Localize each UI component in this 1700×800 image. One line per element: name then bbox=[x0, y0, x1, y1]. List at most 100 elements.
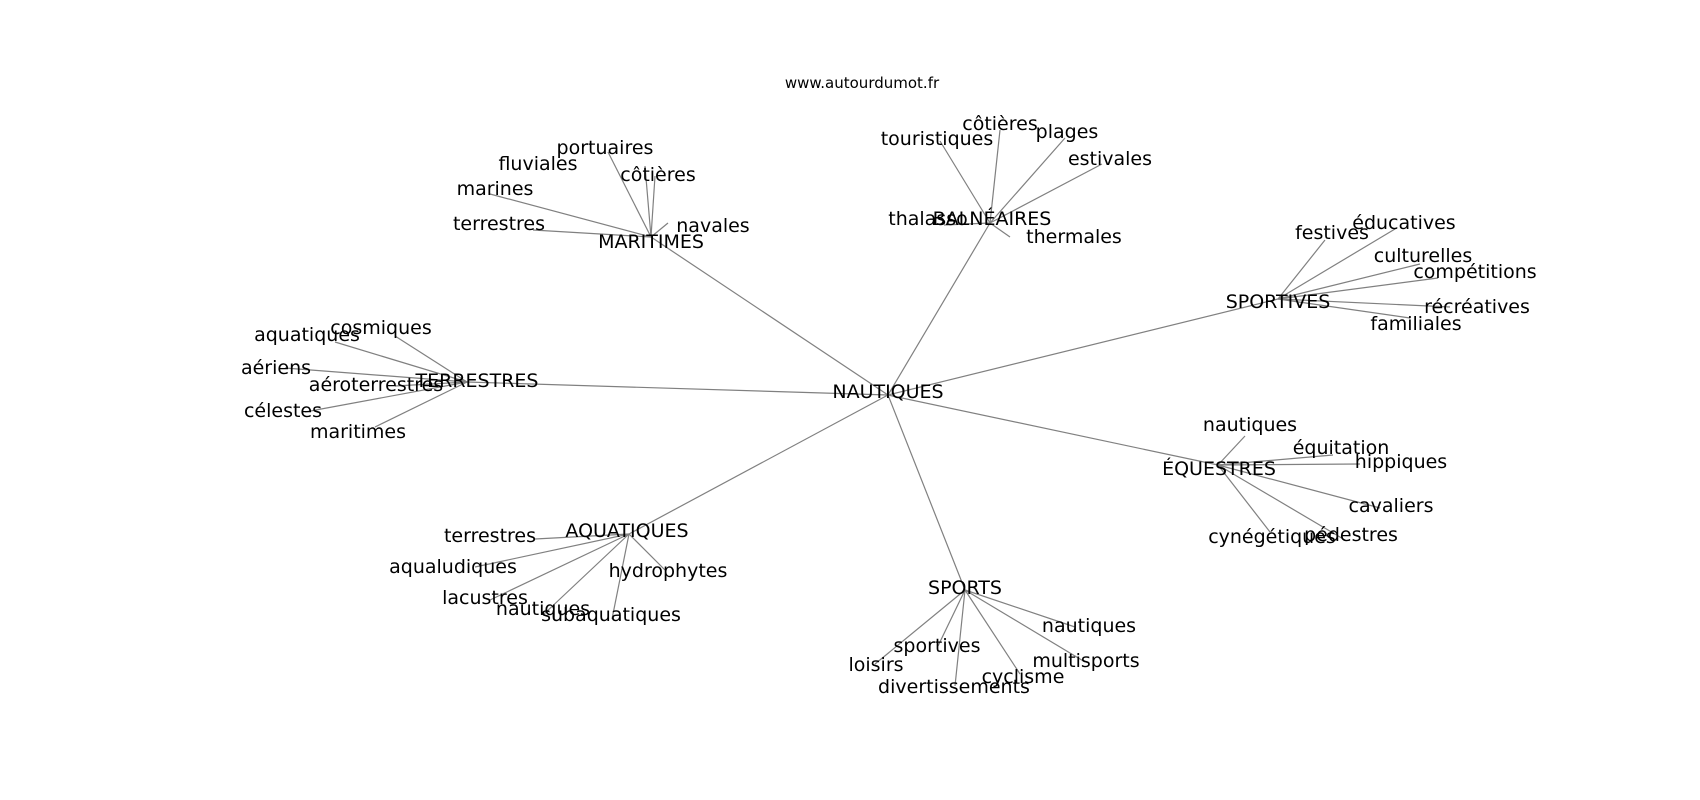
edge-center-to-hub bbox=[887, 394, 966, 591]
edge-center-to-hub bbox=[466, 381, 889, 396]
edge-hub-to-leaf bbox=[650, 222, 669, 238]
leaf-node-label: hippiques bbox=[1355, 451, 1447, 473]
edge-hub-to-leaf bbox=[284, 367, 468, 383]
leaf-node-label: pédestres bbox=[1304, 524, 1398, 546]
hub-node-label: SPORTIVES bbox=[1226, 291, 1331, 313]
leaf-node-label: nautiques bbox=[496, 598, 590, 620]
edge-hub-to-leaf bbox=[1217, 454, 1334, 466]
leaf-node-label: thalasso bbox=[888, 208, 967, 230]
hub-node-label: ÉQUESTRES bbox=[1162, 457, 1276, 480]
leaf-node-label: navales bbox=[676, 215, 749, 237]
edge-hub-to-leaf bbox=[394, 335, 468, 383]
edge-hub-to-leaf bbox=[1277, 228, 1396, 300]
edge-hub-to-leaf bbox=[644, 165, 652, 238]
leaf-node-label: marines bbox=[457, 178, 534, 200]
leaf-node-label: lacustres bbox=[442, 587, 528, 609]
leaf-node-label: terrestres bbox=[444, 525, 536, 547]
edges-layer bbox=[284, 129, 1451, 687]
leaf-node-label: estivales bbox=[1068, 148, 1152, 170]
leaf-node-label: aqualudiques bbox=[389, 556, 517, 578]
edge-hub-to-leaf bbox=[1277, 277, 1439, 300]
leaf-node-label: cyclisme bbox=[982, 666, 1065, 688]
leaf-node-label: côtières bbox=[620, 164, 695, 186]
leaf-node-label: aériens bbox=[241, 357, 311, 379]
leaf-node-label: familiales bbox=[1370, 313, 1461, 335]
edge-center-to-hub bbox=[887, 222, 991, 396]
leaf-node-label: loisirs bbox=[848, 654, 903, 676]
edge-hub-to-leaf bbox=[989, 129, 1001, 224]
leaf-node-label: aquatiques bbox=[254, 324, 360, 346]
leaf-node-label: cosmiques bbox=[330, 317, 431, 339]
edge-hub-to-leaf bbox=[989, 137, 1066, 224]
leaf-node-label: cavaliers bbox=[1349, 495, 1434, 517]
center-node-label: NAUTIQUES bbox=[832, 381, 943, 403]
edge-hub-to-leaf bbox=[374, 381, 468, 428]
edge-hub-to-leaf bbox=[489, 193, 652, 238]
source-label: www.autourdumot.fr bbox=[785, 74, 940, 92]
leaf-node-label: plages bbox=[1036, 121, 1099, 143]
hub-node-label: AQUATIQUES bbox=[565, 520, 688, 542]
edge-hub-to-leaf bbox=[1277, 239, 1326, 300]
edge-hub-to-leaf bbox=[474, 533, 630, 568]
edge-hub-to-leaf bbox=[989, 222, 1011, 238]
edge-center-to-hub bbox=[650, 236, 889, 396]
edge-hub-to-leaf bbox=[1277, 263, 1421, 300]
leaf-node-label: portuaires bbox=[557, 137, 654, 159]
edge-hub-to-leaf bbox=[943, 222, 991, 226]
edge-hub-to-leaf bbox=[1277, 298, 1411, 319]
edge-hub-to-leaf bbox=[964, 589, 1086, 663]
hub-node-label: MARITIMES bbox=[598, 231, 704, 253]
edge-hub-to-leaf bbox=[1217, 463, 1361, 466]
edge-hub-to-leaf bbox=[534, 533, 630, 540]
edge-hub-to-leaf bbox=[989, 163, 1103, 224]
hub-node-label: TERRESTRES bbox=[415, 370, 539, 392]
edge-hub-to-leaf bbox=[304, 381, 468, 413]
edge-hub-to-leaf bbox=[489, 533, 630, 601]
leaf-node-label: touristiques bbox=[881, 128, 994, 150]
edge-hub-to-leaf bbox=[611, 533, 630, 620]
edge-center-to-hub bbox=[887, 298, 1279, 396]
leaf-node-label: équitation bbox=[1293, 437, 1390, 459]
edge-hub-to-leaf bbox=[543, 533, 630, 615]
leaf-node-label: côtières bbox=[962, 113, 1037, 135]
edge-hub-to-leaf bbox=[1217, 435, 1246, 466]
edge-hub-to-leaf bbox=[607, 151, 652, 238]
edge-hub-to-leaf bbox=[334, 341, 468, 383]
leaf-node-label: nautiques bbox=[1042, 615, 1136, 637]
leaf-node-label: culturelles bbox=[1374, 245, 1473, 267]
edge-hub-to-leaf bbox=[394, 381, 468, 387]
leaf-node-label: célestes bbox=[244, 400, 322, 422]
leaf-node-label: thermales bbox=[1026, 226, 1122, 248]
leaf-node-label: subaquatiques bbox=[541, 604, 681, 626]
edge-center-to-hub bbox=[628, 394, 889, 535]
leaf-node-label: cynégétiques bbox=[1208, 526, 1336, 548]
leaf-node-label: terrestres bbox=[453, 213, 545, 235]
edge-hub-to-leaf bbox=[1217, 464, 1381, 509]
edge-center-to-hub bbox=[887, 394, 1219, 466]
leaf-node-label: sportives bbox=[894, 635, 981, 657]
edge-hub-to-leaf bbox=[1217, 464, 1271, 533]
leaf-node-label: compétitions bbox=[1413, 261, 1536, 283]
edge-hub-to-leaf bbox=[954, 589, 966, 687]
edge-hub-to-leaf bbox=[939, 140, 991, 224]
edge-hub-to-leaf bbox=[532, 229, 652, 238]
edge-hub-to-leaf bbox=[964, 589, 1021, 675]
hub-node-label: SPORTS bbox=[928, 577, 1002, 599]
leaf-node-label: éducatives bbox=[1352, 212, 1455, 234]
edge-hub-to-leaf bbox=[1217, 464, 1346, 541]
leaf-node-label: aéroterrestres bbox=[309, 374, 443, 396]
edge-hub-to-leaf bbox=[650, 175, 656, 238]
leaf-node-label: maritimes bbox=[310, 421, 406, 443]
leaf-node-label: récréatives bbox=[1424, 296, 1530, 318]
leaf-node-label: multisports bbox=[1032, 650, 1139, 672]
leaf-node-label: divertissements bbox=[878, 676, 1030, 698]
edge-hub-to-leaf bbox=[628, 533, 666, 571]
edge-hub-to-leaf bbox=[1277, 298, 1451, 308]
edge-hub-to-leaf bbox=[964, 589, 1076, 628]
hub-node-label: BALNÉAIRES bbox=[933, 207, 1052, 230]
leaf-node-label: nautiques bbox=[1203, 414, 1297, 436]
edge-hub-to-leaf bbox=[937, 589, 966, 647]
leaf-node-label: hydrophytes bbox=[609, 560, 728, 582]
